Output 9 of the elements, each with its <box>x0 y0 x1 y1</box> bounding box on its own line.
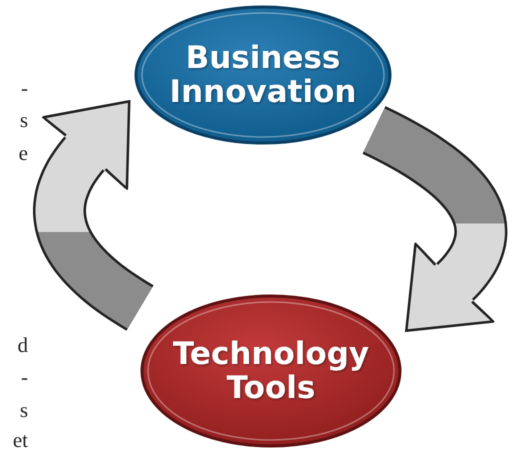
text-fragment: e <box>18 143 28 164</box>
text-fragment: d <box>18 335 28 356</box>
text-fragment: et <box>12 430 28 451</box>
text-fragment: s <box>20 400 28 421</box>
text-fragment: s <box>20 110 28 131</box>
text-fragment: - <box>21 78 28 99</box>
node-label: Technology Tools <box>172 336 370 406</box>
text-fragment: - <box>21 367 28 388</box>
node-label: Business Innovation <box>168 40 358 110</box>
